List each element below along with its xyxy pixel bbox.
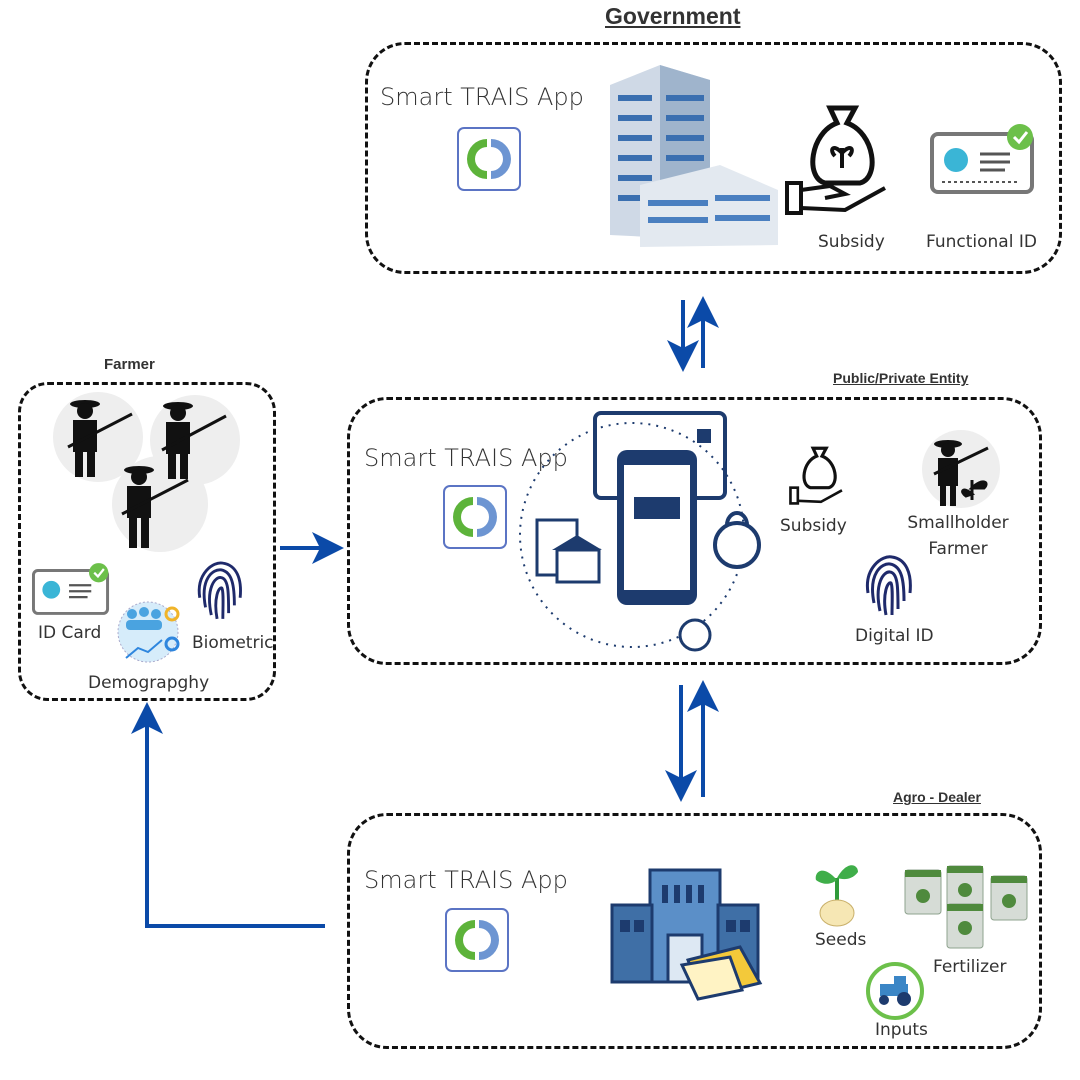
demography-icon [117,601,180,663]
trais-logo-icon [443,485,507,549]
fingerprint-icon [865,555,912,616]
agro-dealer-box [347,813,1042,1049]
fertilizer-bags-icon [904,865,1028,949]
public-app-label: Smart TRAIS App [364,444,568,472]
agro-dealer-store-icon [610,868,763,1001]
digital-id-label: Digital ID [855,626,934,646]
gov-app-label: Smart TRAIS App [380,83,584,111]
fertilizer-label: Fertilizer [933,957,1007,977]
smallholder-farmer-text: Smallholder Farmer [907,513,1009,559]
public-subsidy-label: Subsidy [780,516,847,536]
trais-logo-icon [457,127,521,191]
demography-label: Demograpghy [88,673,210,693]
subsidy-icon [789,446,843,505]
government-title: Government [605,3,741,29]
id-card-label: ID Card [38,623,102,643]
seeds-label: Seeds [815,930,867,950]
inputs-label: Inputs [875,1020,928,1040]
digital-services-illustration [519,411,761,652]
biometric-label: Biometric [192,633,274,653]
arrow-agro-to-farmer [131,702,325,928]
gov-subsidy-label: Subsidy [818,232,885,252]
functional-id-icon [930,124,1034,194]
agro-app-label: Smart TRAIS App [364,866,568,894]
seeds-icon [815,865,858,927]
farmer-title: Farmer [104,356,155,373]
government-building-icon [610,65,778,247]
smallholder-farmer-icon [922,430,1000,508]
public-private-box [347,397,1042,665]
farmers-group-icon [53,392,240,552]
smallholder-farmer-label: Smallholder Farmer [900,510,1016,562]
farmer-box [18,382,276,701]
agro-dealer-title: Agro - Dealer [893,789,981,805]
public-private-title: Public/Private Entity [833,370,969,386]
inputs-tractor-icon [866,962,924,1020]
government-box [365,42,1062,274]
functional-id-label: Functional ID [926,232,1037,252]
subsidy-icon [785,105,886,215]
trais-logo-icon [445,908,509,972]
id-card-icon [32,563,110,615]
fingerprint-icon [197,561,242,620]
